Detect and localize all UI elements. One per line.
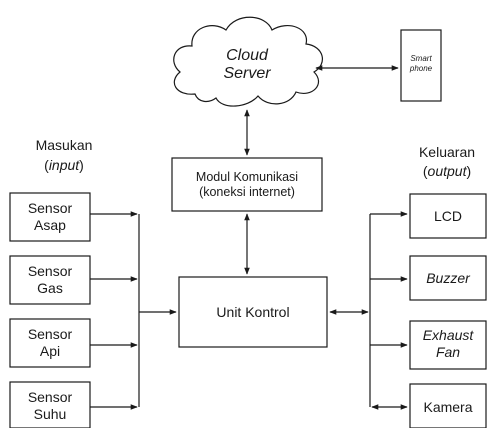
output-label-line1: Kamera bbox=[423, 399, 472, 415]
sensor-box bbox=[9, 255, 91, 305]
input-header-line1: Masukan bbox=[36, 137, 93, 153]
input-sensor: Sensor Asap bbox=[9, 192, 91, 242]
output-label-line1: Exhaust bbox=[423, 327, 475, 343]
input-sensor: Sensor Gas bbox=[9, 255, 91, 305]
smartphone-node: Smart phone bbox=[400, 29, 442, 102]
sensor-label-line1: Sensor bbox=[28, 326, 73, 342]
smartphone-label-line1: Smart bbox=[410, 54, 432, 63]
input-sensor-list: Sensor Asap Sensor Gas Sensor Api Sensor… bbox=[9, 192, 91, 428]
output-label-line2: Fan bbox=[436, 344, 460, 360]
input-wiring bbox=[90, 211, 177, 410]
input-header: Masukan (input) bbox=[36, 137, 93, 173]
cloud-label-line1: Cloud bbox=[226, 47, 269, 64]
output-device: Buzzer bbox=[409, 255, 487, 301]
sensor-box bbox=[9, 318, 91, 368]
comm-module-label-line2: (koneksi internet) bbox=[199, 185, 295, 199]
control-unit-label: Unit Kontrol bbox=[216, 304, 289, 320]
input-sensor: Sensor Api bbox=[9, 318, 91, 368]
output-header-line1: Keluaran bbox=[419, 144, 475, 160]
sensor-label-line1: Sensor bbox=[28, 389, 73, 405]
sensor-label-line2: Suhu bbox=[34, 406, 67, 422]
output-box bbox=[409, 193, 487, 239]
input-header-line2: (input) bbox=[44, 157, 84, 173]
smartphone-label-line2: phone bbox=[409, 64, 433, 73]
output-label-line1: Buzzer bbox=[426, 270, 471, 286]
sensor-label-line2: Api bbox=[40, 343, 60, 359]
sensor-box bbox=[9, 192, 91, 242]
output-header-line2: (output) bbox=[423, 163, 471, 179]
sensor-label-line1: Sensor bbox=[28, 263, 73, 279]
control-unit-box bbox=[178, 276, 328, 348]
output-device: LCD bbox=[409, 193, 487, 239]
comm-module-box bbox=[171, 157, 323, 212]
comm-module-node: Modul Komunikasi (koneksi internet) bbox=[171, 157, 323, 212]
output-label-line1: LCD bbox=[434, 208, 462, 224]
output-device: Kamera bbox=[409, 383, 487, 428]
cloud-label-line2: Server bbox=[223, 65, 271, 82]
output-box bbox=[409, 320, 487, 370]
comm-module-label-line1: Modul Komunikasi bbox=[196, 170, 298, 184]
output-wiring bbox=[329, 211, 408, 410]
sensor-label-line1: Sensor bbox=[28, 200, 73, 216]
sensor-box bbox=[9, 381, 91, 428]
input-sensor: Sensor Suhu bbox=[9, 381, 91, 428]
cloud-server-node: Cloud Server bbox=[173, 16, 323, 107]
output-box bbox=[409, 383, 487, 428]
output-device: Exhaust Fan bbox=[409, 320, 487, 370]
cloud-shape bbox=[173, 16, 323, 107]
output-device-list: LCD Buzzer Exhaust Fan Kamera bbox=[409, 193, 487, 428]
output-header: Keluaran (output) bbox=[419, 144, 475, 179]
control-unit-node: Unit Kontrol bbox=[178, 276, 328, 348]
output-box bbox=[409, 255, 487, 301]
sensor-label-line2: Asap bbox=[34, 217, 66, 233]
sensor-label-line2: Gas bbox=[37, 280, 63, 296]
smartphone-box bbox=[400, 29, 442, 102]
